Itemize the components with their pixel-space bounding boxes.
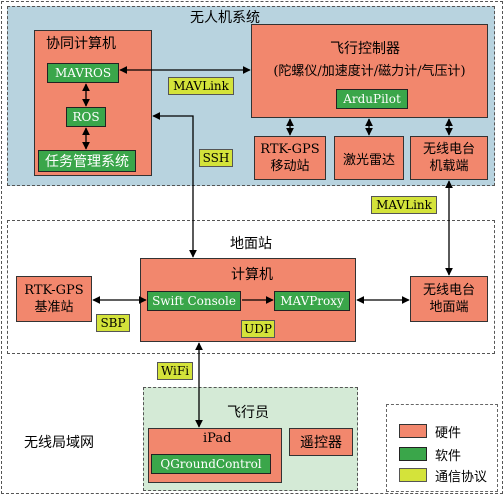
sbp-label: SBP [96, 314, 130, 332]
ground-computer-title: 计算机 [231, 267, 273, 283]
ros-box: ROS [66, 107, 106, 127]
flight-controller-sensors: (陀螺仪/加速度计/磁力计/气压计) [273, 64, 466, 79]
legend-software-swatch [399, 447, 427, 461]
wlan-label: 无线局域网 [24, 435, 94, 451]
ardupilot-box: ArduPilot [336, 89, 408, 109]
mavproxy-box: MAVProxy [274, 291, 350, 311]
pilot-title: 飞行员 [227, 405, 269, 421]
qgroundcontrol-box: QGroundControl [151, 454, 271, 474]
ssh-label: SSH [199, 149, 233, 167]
rtk-base-box: RTK-GPS 基准站 [16, 276, 92, 322]
swift-console-box: Swift Console [147, 291, 241, 311]
flight-controller-title: 飞行控制器 [330, 41, 400, 57]
remote-controller-box: 遥控器 [289, 428, 353, 456]
mavlink-label-2: MAVLink [371, 196, 437, 214]
radio-ground-box: 无线电台 地面端 [410, 276, 488, 322]
uav-system-title: 无人机系统 [190, 10, 260, 26]
ssh-link [152, 112, 197, 258]
ipad-title: iPad [203, 431, 232, 446]
rtk-rover-box: RTK-GPS 移动站 [254, 136, 326, 180]
mavros-box: MAVROS [47, 63, 119, 83]
legend-hardware-swatch [399, 424, 427, 438]
legend-hardware-label: 硬件 [435, 426, 462, 441]
ground-station-region [7, 220, 495, 354]
radio-air-box: 无线电台 机载端 [410, 136, 488, 180]
legend-software-label: 软件 [435, 449, 462, 464]
wifi-label: WiFi [157, 362, 193, 380]
lidar-box: 激光雷达 [334, 136, 404, 180]
task-management-box: 任务管理系统 [38, 150, 136, 172]
udp-label: UDP [241, 320, 275, 338]
mavlink-label-1: MAVLink [168, 77, 234, 95]
companion-computer-title: 协同计算机 [46, 36, 116, 52]
legend-protocol-swatch [399, 468, 427, 482]
ground-station-title: 地面站 [230, 236, 272, 252]
legend-protocol-label: 通信协议 [435, 470, 488, 485]
legend-box [386, 404, 498, 492]
